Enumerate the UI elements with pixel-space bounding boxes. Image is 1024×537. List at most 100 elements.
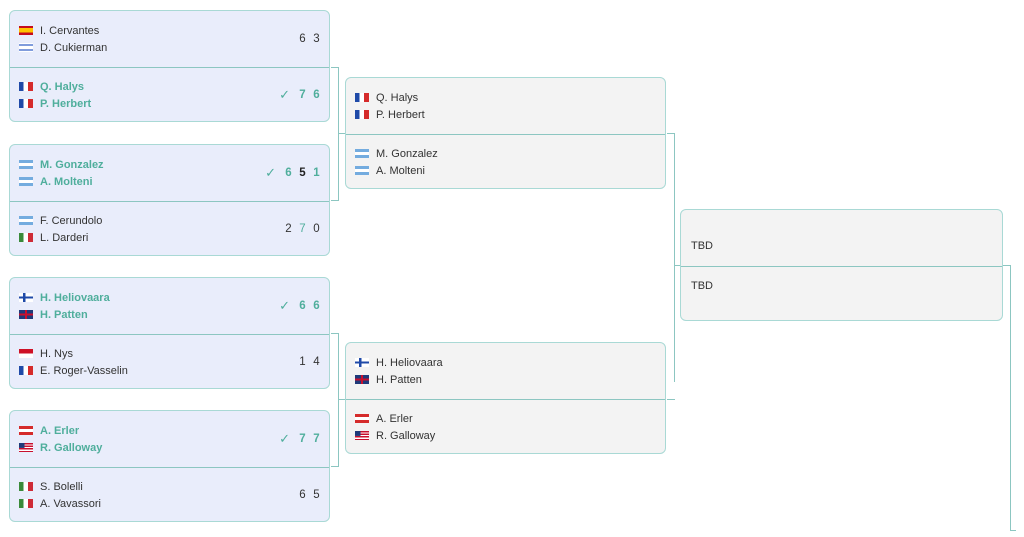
flag-fr-icon [355, 93, 369, 102]
player-name: R. Galloway [376, 429, 436, 442]
card-divider [346, 399, 665, 400]
player: A. Erler [19, 425, 279, 437]
connector-line [1010, 530, 1016, 531]
player: M. Gonzalez [19, 159, 265, 171]
player: A. Vavassori [19, 498, 299, 510]
flag-fr-icon [19, 82, 33, 91]
flag-ar-icon [355, 166, 369, 175]
player-name: H. Patten [376, 373, 422, 386]
team-row[interactable]: M. Gonzalez A. Molteni [346, 134, 665, 190]
player-name: M. Gonzalez [376, 147, 438, 160]
match-card[interactable]: H. Heliovaara H. Patten A. Erler R. Gallowa… [345, 342, 666, 454]
flag-gb-icon [19, 310, 33, 319]
flag-fr-icon [19, 99, 33, 108]
connector-line [674, 133, 675, 382]
player-name: E. Roger-Vasselin [40, 364, 128, 377]
player-name: R. Galloway [40, 441, 103, 454]
player-name: H. Heliovaara [40, 291, 110, 304]
team-row[interactable]: H. Heliovaara H. Patten [346, 343, 665, 399]
connector-line [667, 399, 675, 400]
flag-it-icon [19, 233, 33, 242]
player: H. Nys [19, 348, 299, 360]
players-list: M. Gonzalez A. Molteni [19, 159, 265, 188]
team-row[interactable]: A. Erler R. Galloway [346, 399, 665, 455]
flag-es-icon [19, 26, 33, 35]
players-list: S. Bolelli A. Vavassori [19, 481, 299, 510]
player: Q. Halys [355, 92, 665, 104]
team-row[interactable]: TBD [681, 266, 1002, 322]
player: E. Roger-Vasselin [19, 365, 299, 377]
set-score: 6 [299, 300, 306, 312]
player: H. Heliovaara [19, 292, 279, 304]
flag-il-icon [19, 43, 33, 52]
player-name: A. Erler [376, 412, 413, 425]
player: S. Bolelli [19, 481, 299, 493]
players-list: H. Nys E. Roger-Vasselin [19, 348, 299, 377]
set-score: 7 [299, 223, 306, 235]
card-divider [10, 201, 329, 202]
set-score: 1 [299, 356, 306, 368]
player: F. Cerundolo [19, 215, 285, 227]
flag-it-icon [19, 499, 33, 508]
player-name: H. Heliovaara [376, 356, 443, 369]
flag-at-icon [355, 414, 369, 423]
team-row[interactable]: TBD [681, 210, 1002, 266]
connector-line [331, 333, 339, 334]
connector-line [674, 265, 681, 266]
player-name: M. Gonzalez [40, 158, 104, 171]
set-score: 1 [313, 167, 320, 179]
players-list: H. Heliovaara H. Patten [355, 357, 665, 386]
player-name: H. Patten [40, 308, 88, 321]
player-name: H. Nys [40, 347, 73, 360]
team-label: TBD [691, 240, 713, 252]
player: A. Molteni [355, 165, 665, 177]
flag-us-icon [355, 431, 369, 440]
player: H. Patten [19, 309, 279, 321]
player-name: Q. Halys [40, 80, 85, 93]
set-score: 5 [299, 167, 306, 179]
card-divider [681, 266, 1002, 267]
connector-line [1010, 265, 1011, 531]
flag-fi-icon [355, 358, 369, 367]
players-list: A. Erler R. Galloway [19, 425, 279, 454]
match-card[interactable]: TBD TBD [680, 209, 1003, 321]
set-score: 6 [285, 167, 292, 179]
flag-at-icon [19, 426, 33, 435]
player-name: I. Cervantes [40, 24, 100, 37]
player: R. Galloway [19, 442, 279, 454]
player: L. Darderi [19, 232, 285, 244]
set-score: 0 [313, 223, 320, 235]
set-score: 6 [313, 89, 320, 101]
player: I. Cervantes [19, 25, 299, 37]
connector-line [1003, 265, 1011, 266]
player-name: S. Bolelli [40, 480, 83, 493]
set-score: 6 [313, 300, 320, 312]
player-name: Q. Halys [376, 91, 419, 104]
flag-ar-icon [19, 160, 33, 169]
player-name: A. Molteni [40, 175, 93, 188]
flag-mc-icon [19, 349, 33, 358]
set-score: 3 [313, 33, 320, 45]
set-score: 7 [299, 433, 306, 445]
